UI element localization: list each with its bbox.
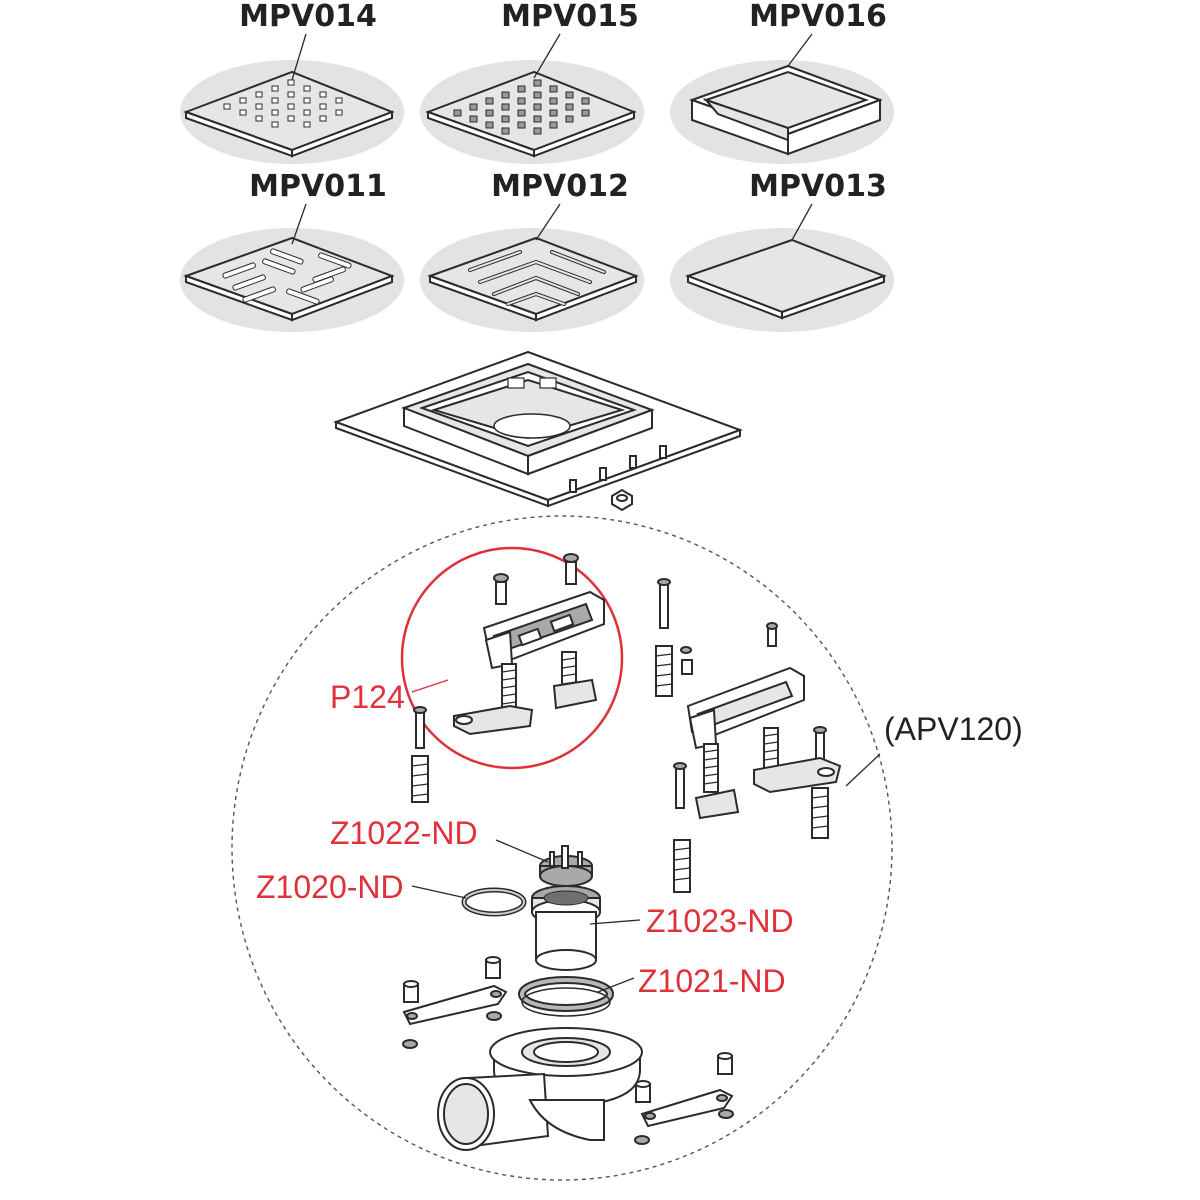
apv120-anchor-screws [655,578,829,893]
apv120-label: (APV120) [884,711,1023,747]
z1021-label: Z1021-ND [638,963,786,999]
z1023-riser-pipe [531,885,601,971]
grate-mpv014-label: MPV014 [239,0,377,34]
left-screw-and-dowel [411,706,429,803]
p124-label: P124 [330,679,405,715]
grate-mpv015 [420,33,644,164]
grate-mpv014 [180,33,404,164]
assembly-boundary [231,515,893,1181]
grate-mpv012-label: MPV012 [491,169,629,204]
grate-mpv015-pattern [453,79,590,135]
grate-mpv014-holes [223,79,343,128]
z1020-seal-ring [461,887,527,917]
z1023-leader [589,919,641,925]
apv120-leveling-bracket [686,666,842,820]
base-flange [333,350,743,508]
cover-mpv013 [670,203,894,332]
z1021-leader [597,977,635,993]
grate-mpv011 [180,203,404,332]
p124-leveling-bracket [453,553,605,736]
z1023-label: Z1023-ND [646,903,794,939]
frame-mpv016 [670,33,894,164]
z1022-label: Z1022-ND [330,815,478,851]
drain-body [437,1027,643,1151]
frame-mpv016-label: MPV016 [749,0,887,34]
grate-mpv015-label: MPV015 [501,0,639,34]
grate-mpv011-label: MPV011 [249,169,387,204]
right-mounting-strap [634,1052,734,1145]
z1020-label: Z1020-ND [256,869,404,905]
grate-mpv011-slots [222,248,352,305]
nut-and-washer [611,488,633,512]
z1022-strainer-insert [539,845,593,887]
z1022-leader [495,839,549,863]
cover-mpv013-label: MPV013 [749,169,887,204]
grate-mpv012 [420,203,644,332]
z1021-gasket-ring [518,976,614,1017]
p124-leader [411,679,449,693]
left-mounting-strap [402,956,508,1049]
apv120-leader [845,753,881,787]
z1020-leader [411,885,467,899]
